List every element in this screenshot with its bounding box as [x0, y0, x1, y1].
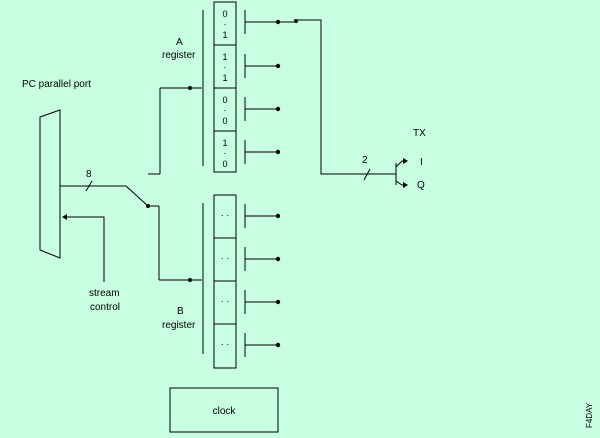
clock-block	[169, 387, 279, 433]
b-cell-4-mid: · ·	[221, 339, 230, 349]
a-cell-4-mid: ·	[224, 148, 227, 158]
a-cell-2-mid: ·	[224, 62, 227, 72]
stream-control-label-line1: stream	[89, 288, 120, 299]
stream-control-arrowhead	[62, 214, 67, 220]
b-output-3	[244, 290, 281, 314]
a-cell-3-mid: ·	[224, 105, 227, 115]
bus-switch-arm	[125, 185, 149, 207]
b-register-label-line1: B	[177, 306, 184, 317]
iq-bus-slash	[363, 168, 371, 181]
tx-q-arrowhead	[403, 182, 408, 188]
output-to-tx-line	[298, 19, 396, 175]
a-cell-2-top: 1	[222, 52, 227, 62]
a-cell-1-top: 0	[222, 9, 227, 19]
a-output-4	[244, 140, 281, 164]
a-cell-4-top: 1	[222, 138, 227, 148]
b-output-4	[244, 333, 281, 357]
b-output-2	[244, 247, 281, 271]
a-register-label-line1: A	[176, 37, 183, 48]
b-cell-3-mid: · ·	[221, 296, 230, 306]
clock-label: clock	[213, 406, 237, 417]
tx-label: TX	[413, 128, 426, 139]
a-output-1	[244, 10, 281, 34]
b-cell-2-mid: · ·	[221, 253, 230, 263]
b-cell-1-mid: · ·	[221, 210, 230, 220]
a-output-2	[244, 54, 281, 78]
a-cell-1-bottom: 1	[222, 30, 227, 40]
a-input-dot	[188, 86, 192, 90]
tx-i-arrowhead	[403, 158, 408, 164]
stream-control-label-line2: control	[90, 302, 120, 313]
iq-bus-width: 2	[362, 155, 368, 166]
tx-q-label: Q	[417, 180, 425, 191]
watermark: F4DAY	[585, 402, 594, 428]
a-output-3	[244, 97, 281, 121]
stream-control-line	[66, 216, 105, 282]
a-cell-4-bottom: 0	[222, 159, 227, 169]
b-register-label-line2: register	[162, 320, 196, 331]
a-cell-1-mid: ·	[224, 19, 227, 29]
parallel-port-connector	[39, 109, 61, 259]
b-input-dot	[188, 278, 192, 282]
output-switch-pivot	[294, 19, 298, 23]
port-bus-width: 8	[86, 169, 92, 180]
parallel-port-label: PC parallel port	[22, 79, 91, 90]
a-cell-2-bottom: 1	[222, 73, 227, 83]
bus-switch-pivot	[146, 204, 150, 208]
b-output-1	[244, 204, 281, 228]
port-bus-slash	[85, 180, 93, 192]
a-register-block	[213, 1, 237, 173]
a-cell-3-bottom: 0	[222, 116, 227, 126]
a-cell-3-top: 0	[222, 95, 227, 105]
a-register-label-line2: register	[162, 50, 196, 61]
tx-i-label: I	[420, 157, 423, 168]
